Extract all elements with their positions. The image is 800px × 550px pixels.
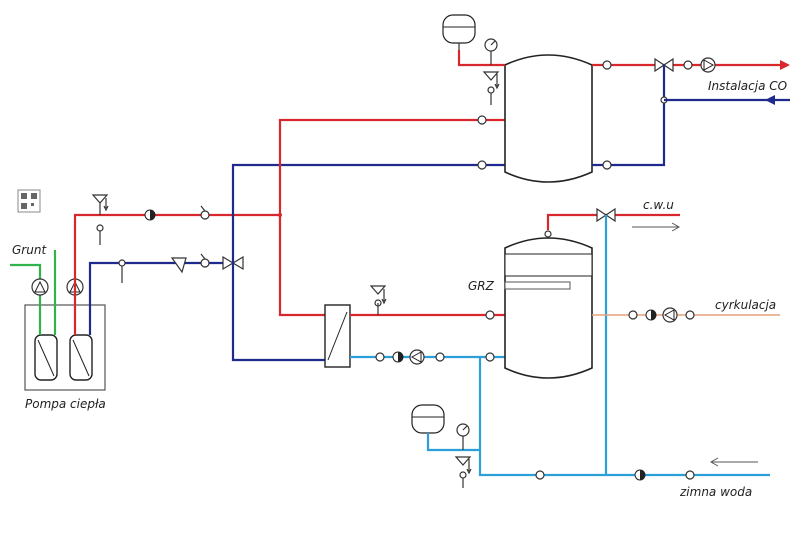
three-way-valve-main (222, 255, 244, 271)
label-instalacja-co: Instalacja CO (708, 79, 787, 93)
safety-valve-bottom (454, 456, 472, 488)
drain-valve-hp-return (118, 259, 126, 283)
three-way-valve-co (654, 57, 674, 73)
pressure-gauge-bottom (456, 423, 470, 450)
check-valve-cold (634, 469, 646, 481)
safety-valve-hp (91, 194, 109, 245)
check-valve-hp-supply (144, 209, 156, 221)
plate-heat-exchanger (324, 304, 351, 368)
label-cyrkulacja: cyrkulacja (715, 298, 776, 312)
label-grunt: Grunt (12, 243, 47, 257)
label-zimna-woda: zimna woda (679, 485, 752, 499)
buffer-tank (504, 54, 593, 183)
strainer-filter (170, 257, 187, 274)
safety-valve-exchanger (369, 285, 387, 315)
expansion-vessel-bottom (411, 404, 445, 434)
ground-pump-1 (31, 278, 49, 296)
circulation-pump-secondary (409, 349, 425, 365)
label-cwu: c.w.u (643, 198, 674, 212)
ball-valve-hp-return (200, 253, 210, 268)
qr-code-icon (17, 189, 41, 213)
ball-valve-hp-supply (200, 205, 210, 220)
safety-valve-top (482, 71, 500, 105)
three-way-valve-dhw (596, 207, 616, 223)
label-grz: GRZ (468, 279, 495, 293)
dhw-tank (504, 237, 593, 379)
label-pompa-ciepla: Pompa ciepła (25, 397, 106, 411)
heat-pump-unit (24, 304, 106, 391)
circulation-pump-co (700, 57, 716, 73)
check-valve-circulation (645, 309, 657, 321)
expansion-vessel-top (442, 14, 476, 50)
check-valve-secondary (392, 351, 404, 363)
pressure-gauge-top (484, 38, 498, 65)
circulation-pump-dhw (662, 307, 678, 323)
